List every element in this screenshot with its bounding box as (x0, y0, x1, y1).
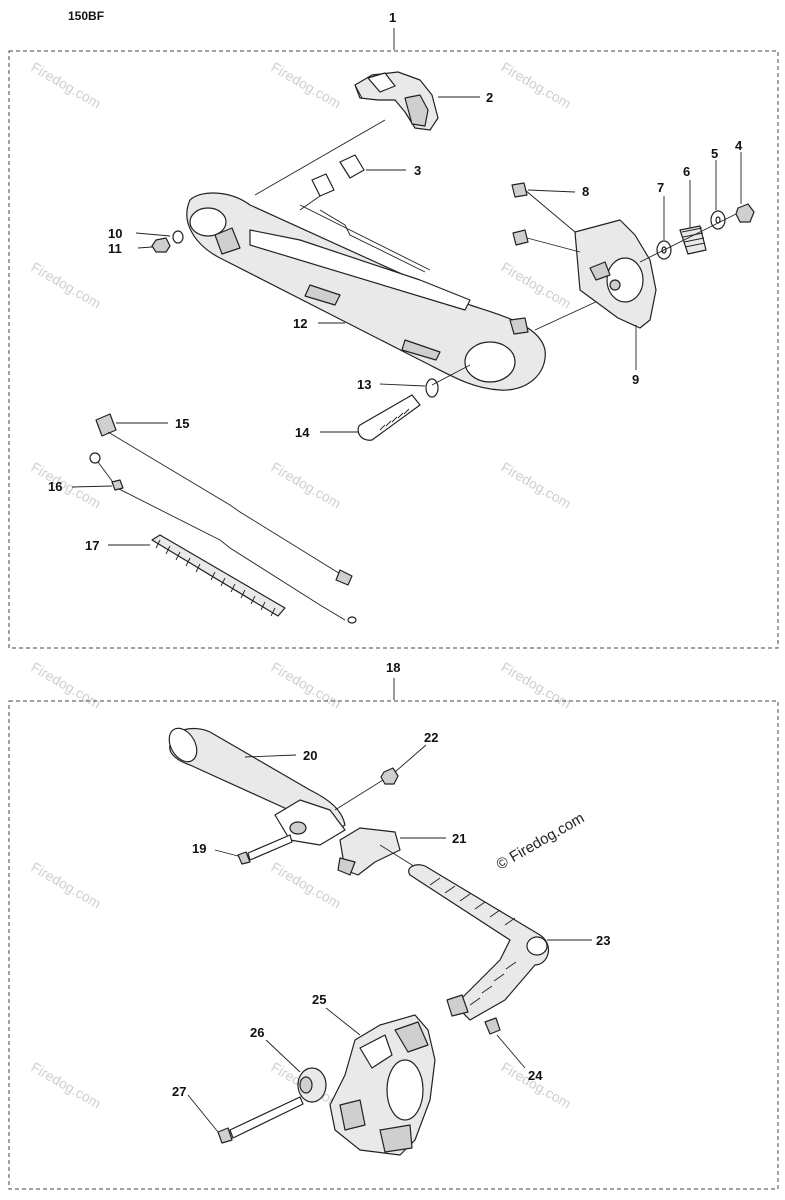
callout-13: 13 (357, 377, 371, 392)
part-14-bolt (357, 394, 421, 441)
callout-8: 8 (582, 184, 589, 199)
part-5-washer (710, 210, 726, 230)
part-23-lever (408, 864, 550, 1021)
part-4-nut (735, 203, 755, 223)
callout-23: 23 (596, 933, 610, 948)
watermark: Firedog.com (269, 659, 344, 712)
assembly-18-frame (8, 700, 779, 1190)
callout-24: 24 (528, 1068, 543, 1083)
callout-10: 10 (108, 226, 122, 241)
assembly-1: 1 2 3 (8, 10, 779, 649)
callout-15: 15 (175, 416, 189, 431)
callout-19: 19 (192, 841, 206, 856)
callout-26: 26 (250, 1025, 264, 1040)
watermark: Firedog.com (499, 459, 574, 512)
callout-20: 20 (303, 748, 317, 763)
callout-11: 11 (108, 241, 122, 256)
watermark: Firedog.com (29, 1059, 104, 1112)
callout-4: 4 (735, 138, 743, 153)
watermark: Firedog.com (269, 859, 344, 912)
part-21-trigger (337, 827, 421, 876)
part-22-nut (380, 767, 399, 785)
model-code: 150BF (68, 9, 104, 23)
callout-22: 22 (424, 730, 438, 745)
part-3-bracket (299, 154, 365, 211)
watermark: Firedog.com (499, 59, 574, 112)
callout-1: 1 (389, 10, 396, 25)
part-20-grip (168, 727, 346, 846)
callout-12: 12 (293, 316, 307, 331)
part-13-washer (425, 378, 439, 398)
callout-21: 21 (452, 831, 466, 846)
watermark: Firedog.com (29, 859, 104, 912)
callout-2: 2 (486, 90, 493, 105)
part-15-cable-end (95, 413, 117, 437)
assembly-1-frame (8, 50, 779, 649)
part-8-bolts (511, 182, 581, 253)
copyright-text: © Firedog.com (494, 809, 588, 873)
part-12-arm (186, 192, 546, 391)
part-11-nut (151, 237, 171, 253)
watermark: Firedog.com (29, 459, 104, 512)
part-6-spring (679, 225, 707, 255)
watermark: Firedog.com (499, 259, 574, 312)
assembly-18: 18 20 22 19 21 (8, 660, 779, 1190)
callout-9: 9 (632, 372, 639, 387)
watermark: Firedog.com (269, 459, 344, 512)
watermark: Firedog.com (499, 659, 574, 712)
watermark: Firedog.com (269, 59, 344, 112)
part-2-clamp (354, 71, 439, 131)
part-17-spring (151, 534, 286, 617)
callout-7: 7 (657, 180, 664, 195)
watermark: Firedog.com (29, 659, 104, 712)
callout-16: 16 (48, 479, 62, 494)
part-25-housing (329, 1014, 436, 1156)
watermark-layer: Firedog.com Firedog.com Firedog.com Fire… (29, 59, 574, 1112)
part-27-bolt (217, 1096, 304, 1144)
watermark: Firedog.com (29, 59, 104, 112)
callout-5: 5 (711, 146, 718, 161)
part-19-bolt (237, 834, 293, 865)
watermark: Firedog.com (29, 259, 104, 312)
callout-17: 17 (85, 538, 99, 553)
part-10-washer (172, 230, 184, 244)
callout-14: 14 (295, 425, 310, 440)
watermark: Firedog.com (499, 1059, 574, 1112)
callout-6: 6 (683, 164, 690, 179)
part-26-gear (297, 1067, 327, 1103)
callout-3: 3 (414, 163, 421, 178)
part-9-plate (574, 219, 657, 329)
callout-27: 27 (172, 1084, 186, 1099)
part-16-cable (89, 452, 357, 624)
callout-25: 25 (312, 992, 326, 1007)
part-24-nut (446, 994, 501, 1035)
callout-18: 18 (386, 660, 400, 675)
